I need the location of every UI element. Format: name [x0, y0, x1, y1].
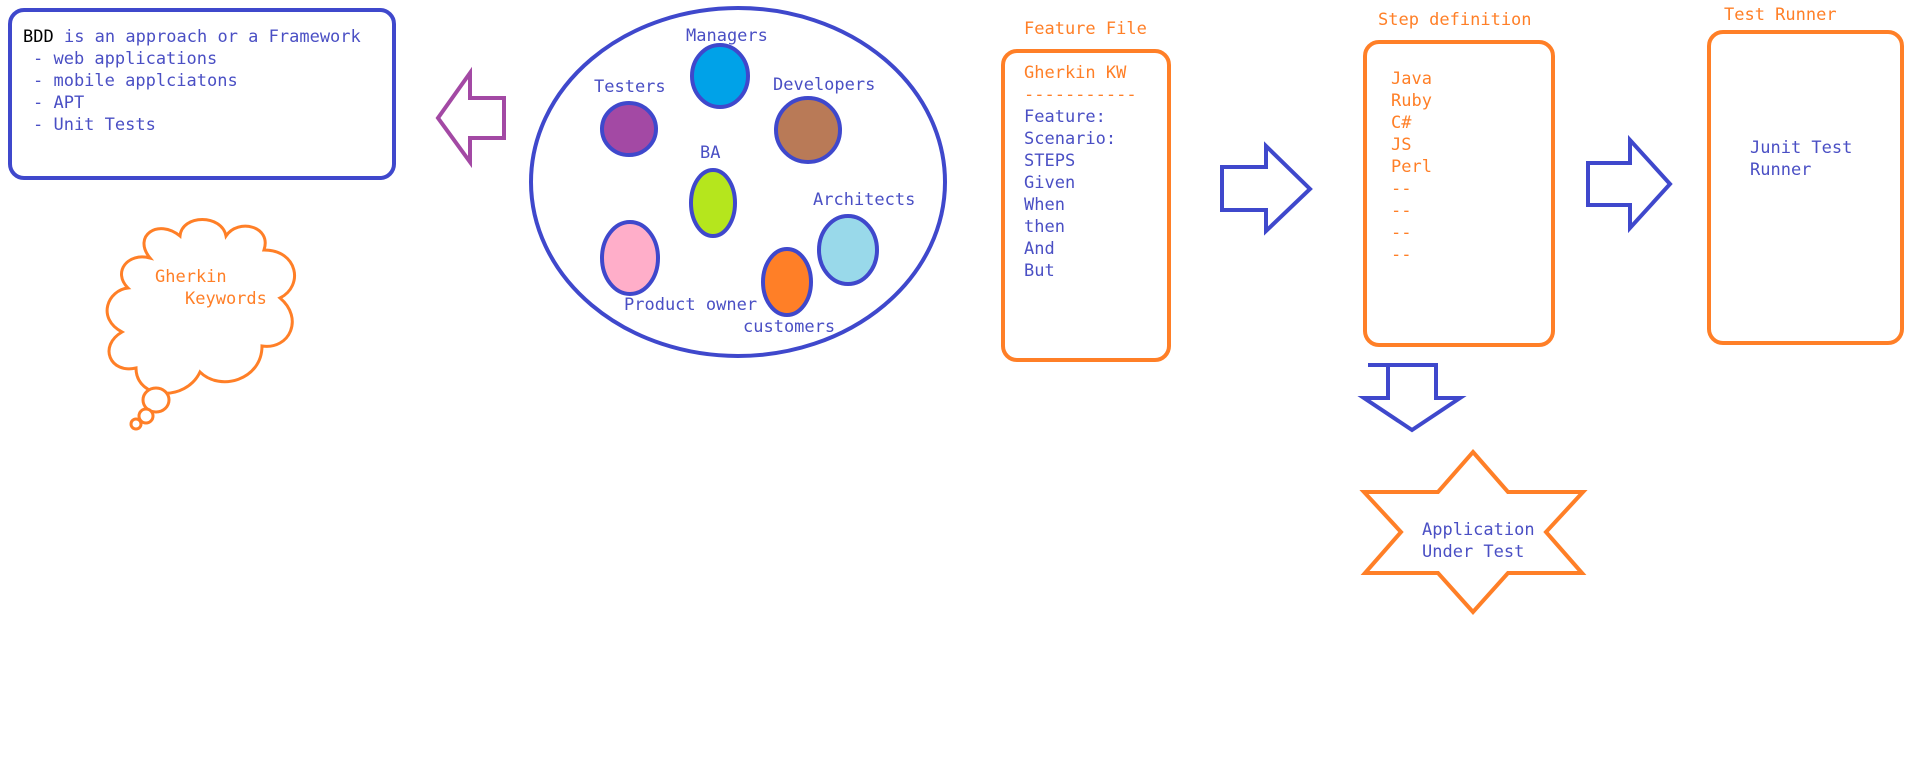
bdd-box-border [8, 8, 396, 180]
role-architects-label: Architects [813, 190, 915, 210]
role-product-owner-bubble [600, 220, 660, 296]
cloud-bubble-medium [137, 407, 155, 425]
application-line1: Application [1422, 520, 1535, 540]
feature-file-box [1001, 49, 1171, 362]
cloud-shape [105, 218, 297, 395]
feature-file-line-but: But [1024, 261, 1055, 281]
test-runner-line2: Runner [1750, 160, 1811, 180]
role-ba-bubble [689, 168, 737, 238]
bdd-item-apt: - APT [33, 93, 84, 113]
left-arrow-icon [435, 66, 506, 169]
bdd-keyword: BDD [23, 27, 54, 47]
step-definition-panel: Step definition Java Ruby C# JS Perl -- … [1363, 10, 1555, 347]
bdd-description-box: BDD is an approach or a Framework - web … [8, 8, 396, 180]
test-runner-box [1707, 30, 1904, 345]
cloud-bubble-large [141, 386, 171, 414]
application-line2: Under Test [1422, 542, 1524, 562]
feature-file-separator: ----------- [1024, 85, 1137, 105]
feature-file-line-given: Given [1024, 173, 1075, 193]
application-star-shape [1359, 448, 1588, 615]
right-arrow-icon-1 [1220, 141, 1313, 236]
cloud-text-gherkin: Gherkin [155, 267, 227, 287]
role-managers-label: Managers [686, 26, 768, 46]
test-runner-title: Test Runner [1724, 5, 1837, 25]
feature-file-line-feature: Feature: [1024, 107, 1106, 127]
step-definition-line-js: JS [1391, 135, 1411, 155]
step-definition-line-java: Java [1391, 69, 1432, 89]
step-definition-line-dash-3: -- [1391, 223, 1411, 243]
step-definition-line-perl: Perl [1391, 157, 1432, 177]
feature-file-line-then: then [1024, 217, 1065, 237]
feature-file-panel: Feature File Gherkin KW ----------- Feat… [1001, 19, 1171, 362]
role-product-owner-label: Product owner [624, 295, 757, 315]
application-under-test: Application Under Test [1359, 448, 1588, 615]
bdd-item-web: - web applications [33, 49, 217, 69]
test-runner-panel: Test Runner Junit Test Runner [1707, 5, 1904, 345]
cloud-text-keywords: Keywords [185, 289, 267, 309]
test-runner-line1: Junit Test [1750, 138, 1852, 158]
step-definition-line-dash-1: -- [1391, 179, 1411, 199]
role-testers-label: Testers [594, 77, 666, 97]
feature-file-line-steps: STEPS [1024, 151, 1075, 171]
role-customers-bubble [761, 247, 813, 317]
cloud-bubble-small [129, 417, 143, 431]
down-arrow-icon [1357, 363, 1467, 433]
step-definition-line-dash-4: -- [1391, 245, 1411, 265]
feature-file-title: Feature File [1024, 19, 1147, 39]
feature-file-line-scenario: Scenario: [1024, 129, 1116, 149]
role-customers-label: customers [743, 317, 835, 337]
roles-group-boundary [529, 6, 947, 358]
feature-file-header: Gherkin KW [1024, 63, 1127, 83]
step-definition-box [1363, 40, 1555, 347]
role-developers-bubble [774, 96, 842, 164]
step-definition-line-ruby: Ruby [1391, 91, 1432, 111]
step-definition-line-dash-2: -- [1391, 201, 1411, 221]
bdd-box-heading: BDD is an approach or a Framework [23, 27, 361, 47]
bdd-heading-rest: is an approach or a Framework [54, 27, 361, 47]
role-managers-bubble [690, 43, 750, 109]
right-arrow-icon-2 [1586, 134, 1673, 234]
role-architects-bubble [817, 214, 879, 286]
feature-file-line-when: When [1024, 195, 1065, 215]
gherkin-keywords-cloud: Gherkin Keywords [105, 218, 297, 431]
bdd-item-mobile: - mobile applciatons [33, 71, 238, 91]
roles-group: Managers Testers Developers BA Architect… [529, 6, 947, 358]
bdd-item-unit-tests: - Unit Tests [33, 115, 156, 135]
step-definition-line-csharp: C# [1391, 113, 1412, 133]
feature-file-line-and: And [1024, 239, 1055, 259]
role-developers-label: Developers [773, 75, 875, 95]
step-definition-title: Step definition [1378, 10, 1532, 30]
role-ba-label: BA [700, 143, 720, 163]
role-testers-bubble [600, 101, 658, 157]
